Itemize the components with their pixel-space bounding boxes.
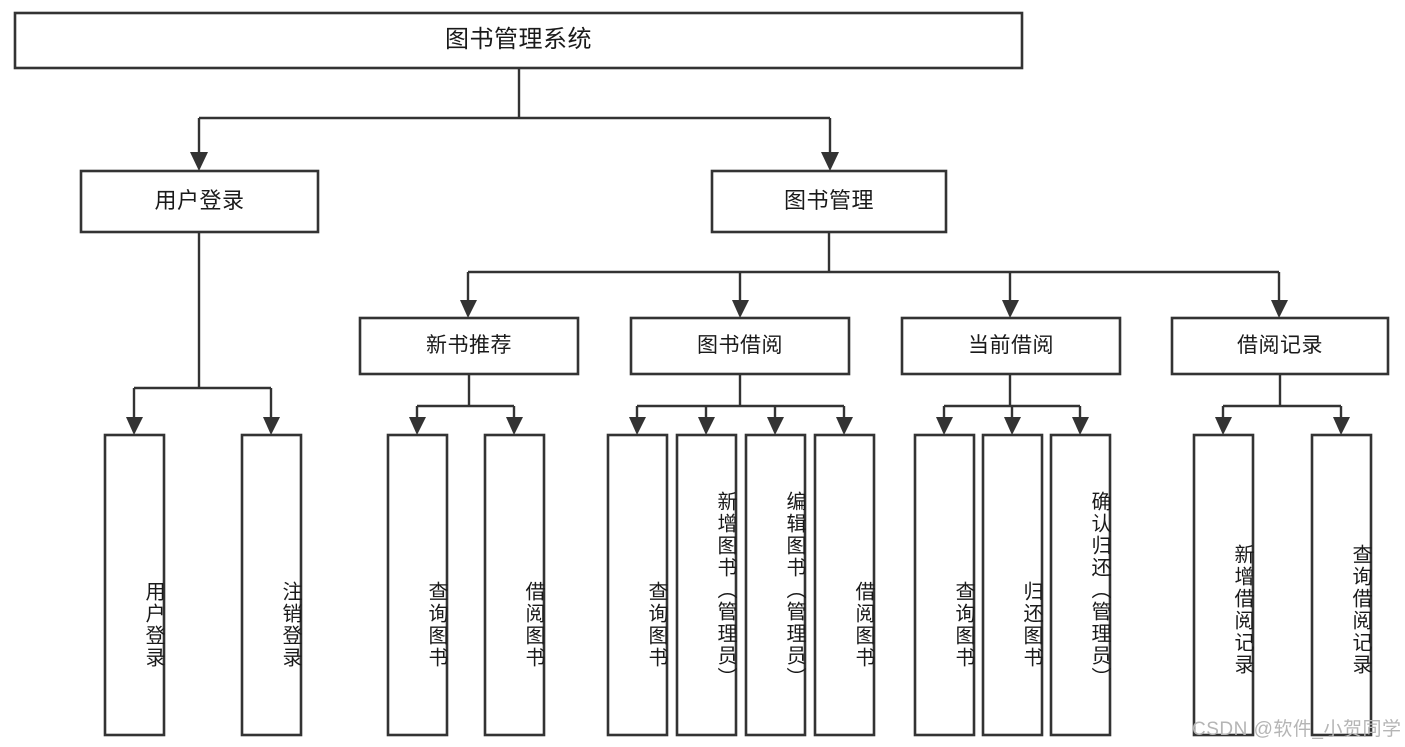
arrow-to-borrow-record	[1271, 300, 1288, 318]
edges-user-login-to-leaves	[126, 232, 280, 435]
node-box-leaf-user-login[interactable]	[103, 433, 166, 737]
node-box-leaf-query-borrow-record[interactable]	[1310, 433, 1373, 737]
edges-borrow-record-to-leaves	[1215, 374, 1350, 435]
node-box-borrow-record[interactable]	[1170, 316, 1390, 376]
arrow-to-leaf-borrow-book-bb	[836, 417, 853, 435]
arrow-to-leaf-add-book-admin	[698, 417, 715, 435]
arrow-to-leaf-query-borrow-record	[1333, 417, 1350, 435]
arrow-to-leaf-query-book-bb	[629, 417, 646, 435]
edges-root-to-level1	[190, 68, 839, 171]
arrow-to-book-borrow	[732, 300, 749, 318]
arrow-to-leaf-query-book-nbr	[409, 417, 426, 435]
arrow-to-leaf-user-login	[126, 417, 143, 435]
arrow-to-leaf-edit-book-admin	[767, 417, 784, 435]
arrow-to-new-book-recommend	[460, 300, 477, 318]
arrow-to-current-borrow	[1002, 300, 1019, 318]
arrow-to-user-login	[190, 152, 208, 171]
arrow-to-leaf-return-book	[1004, 417, 1021, 435]
node-box-leaf-logout[interactable]	[240, 433, 303, 737]
edges-book-borrow-to-leaves	[629, 374, 853, 435]
edges-current-borrow-to-leaves	[936, 374, 1089, 435]
node-box-book-borrow[interactable]	[629, 316, 851, 376]
node-box-leaf-edit-book-admin[interactable]	[744, 433, 807, 737]
node-box-current-borrow[interactable]	[900, 316, 1122, 376]
node-box-root[interactable]	[13, 11, 1024, 70]
node-box-leaf-borrow-book-bb[interactable]	[813, 433, 876, 737]
edges-new-book-recommend-to-leaves	[409, 374, 523, 435]
node-box-leaf-query-book-bb[interactable]	[606, 433, 669, 737]
node-box-leaf-return-book[interactable]	[981, 433, 1044, 737]
node-box-leaf-confirm-return-admin[interactable]	[1049, 433, 1112, 737]
arrow-to-leaf-confirm-return-admin	[1072, 417, 1089, 435]
arrow-to-leaf-add-borrow-record	[1215, 417, 1232, 435]
arrow-to-book-manage	[821, 152, 839, 171]
arrow-to-leaf-query-book-cb	[936, 417, 953, 435]
node-box-leaf-add-book-admin[interactable]	[675, 433, 738, 737]
node-box-leaf-borrow-book-nbr[interactable]	[483, 433, 546, 737]
csdn-watermark: CSDN @软件_小贺同学	[1192, 719, 1402, 740]
arrow-to-leaf-logout	[263, 417, 280, 435]
node-box-user-login[interactable]	[79, 169, 320, 234]
node-box-book-manage[interactable]	[710, 169, 948, 234]
node-box-new-book-recommend[interactable]	[358, 316, 580, 376]
arrow-to-leaf-borrow-book-nbr	[506, 417, 523, 435]
edges-book-manage-to-level2	[460, 232, 1288, 318]
node-box-leaf-query-book-nbr[interactable]	[386, 433, 449, 737]
node-box-leaf-query-book-cb[interactable]	[913, 433, 976, 737]
node-box-leaf-add-borrow-record[interactable]	[1192, 433, 1255, 737]
